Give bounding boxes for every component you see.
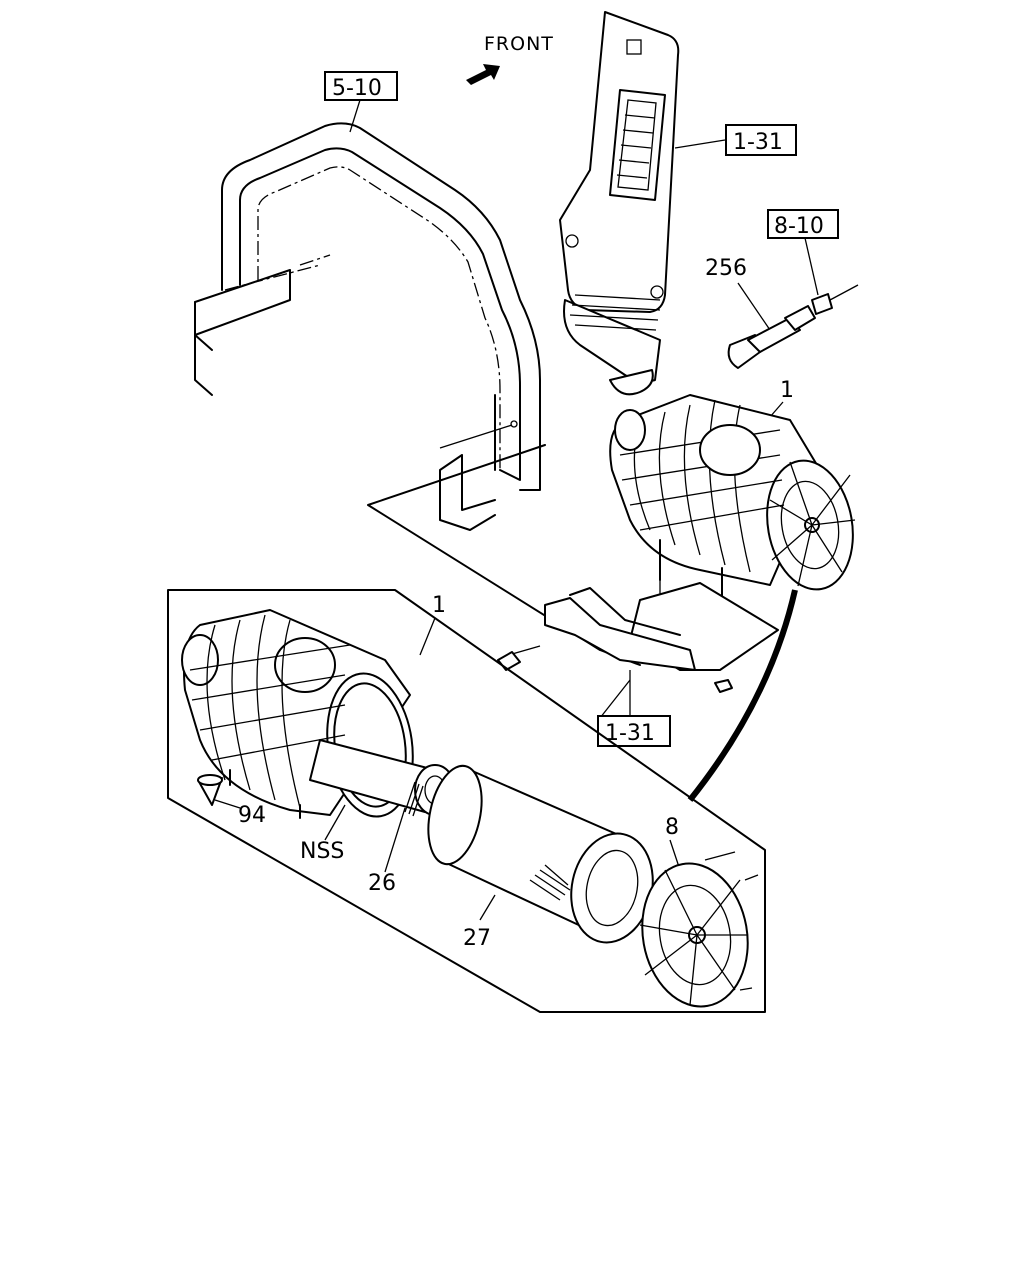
callout-assembly-top: 1 <box>780 378 794 403</box>
front-arrow-icon <box>466 64 500 85</box>
exploded-view-frame: 1 <box>167 589 766 1013</box>
ref-box-frame: 5-10 <box>324 71 398 133</box>
callout-element: 27 <box>463 926 491 951</box>
nss-gasket: NSS <box>300 804 346 864</box>
air-cleaner-assembled: 1 <box>609 378 856 652</box>
callout-assembly-exploded: 1 <box>432 593 446 618</box>
front-label: FRONT <box>484 33 554 55</box>
ref-sensor-harness-label: 8-10 <box>774 214 824 239</box>
ref-box-sensor-harness: 8-10 <box>767 209 839 296</box>
callout-indicator: 256 <box>705 256 747 281</box>
ref-box-intake-duct: 1-31 <box>725 124 797 156</box>
callout-cover: 8 <box>665 815 679 840</box>
ref-intake-duct-label: 1-31 <box>733 130 783 155</box>
ref-box-bracket: 1-31 <box>597 715 671 747</box>
ref-bracket-label: 1-31 <box>605 721 655 746</box>
callout-safety-element: 26 <box>368 871 396 896</box>
callout-connector <box>687 589 798 802</box>
ref-frame-label: 5-10 <box>332 76 382 101</box>
intake-duct <box>559 11 726 396</box>
front-indicator: FRONT <box>466 33 554 85</box>
callout-valve: 94 <box>238 803 266 828</box>
end-cover: 8 <box>639 815 759 1008</box>
service-indicator: 256 <box>705 256 859 369</box>
primary-element: 27 <box>427 764 654 951</box>
callout-nss: NSS <box>300 839 344 864</box>
evacuator-valve: 94 <box>197 774 266 828</box>
mounting-bracket <box>497 582 779 719</box>
